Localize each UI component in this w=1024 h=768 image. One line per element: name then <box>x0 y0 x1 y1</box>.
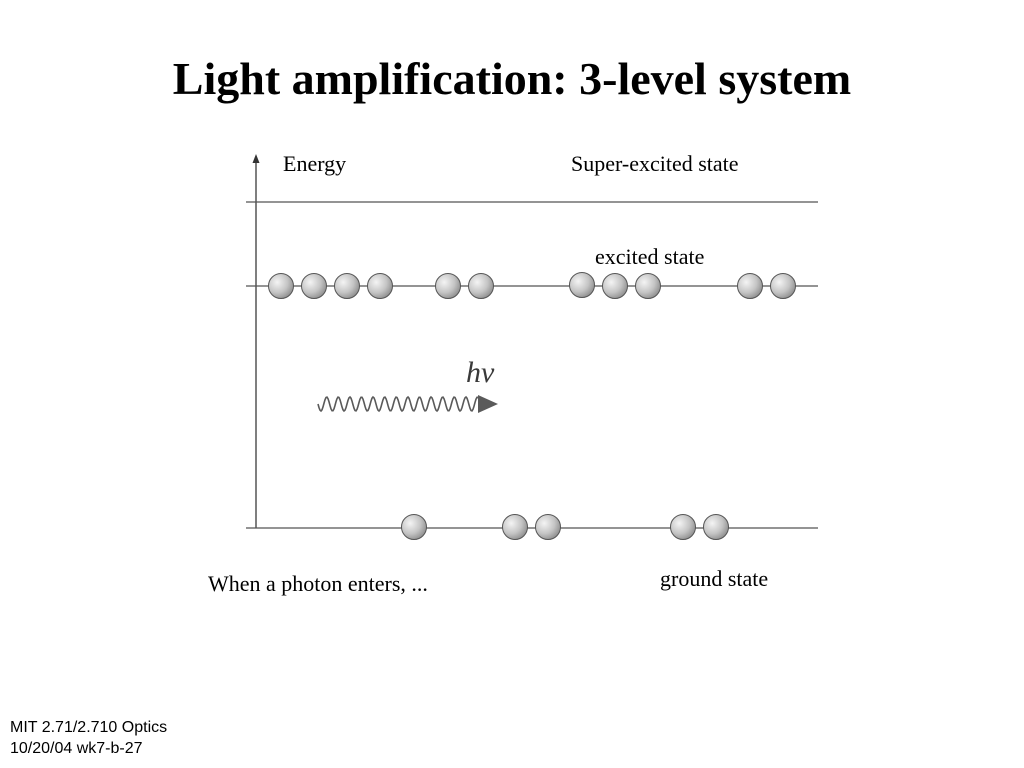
slide-footer: MIT 2.71/2.710 Optics 10/20/04 wk7-b-27 <box>10 717 167 759</box>
atom <box>737 273 763 299</box>
atom <box>770 273 796 299</box>
atom <box>268 273 294 299</box>
slide-title: Light amplification: 3-level system <box>172 53 852 104</box>
photon-wave <box>317 395 481 413</box>
atom <box>569 272 595 298</box>
atom <box>670 514 696 540</box>
atom <box>535 514 561 540</box>
atom <box>367 273 393 299</box>
footer-course: MIT 2.71/2.710 Optics <box>10 719 168 736</box>
atom <box>435 273 461 299</box>
atom <box>635 273 661 299</box>
ground-state-label: ground state <box>660 566 768 591</box>
photon-arrowhead <box>478 395 498 413</box>
atom <box>401 514 427 540</box>
ground-state-atoms <box>401 514 729 540</box>
atom <box>468 273 494 299</box>
atom <box>602 273 628 299</box>
atom <box>301 273 327 299</box>
excited-state-atoms <box>268 272 796 299</box>
energy-axis-label: Energy <box>283 151 346 176</box>
atom <box>334 273 360 299</box>
footer-date: 10/20/04 wk7-b-27 <box>10 740 143 757</box>
atom <box>502 514 528 540</box>
atom <box>703 514 729 540</box>
photon-label: hv <box>466 356 495 389</box>
super-excited-state-label: Super-excited state <box>571 151 739 176</box>
energy-axis-arrowhead <box>252 154 260 163</box>
diagram-caption: When a photon enters, ... <box>208 571 428 596</box>
excited-state-label: excited state <box>595 244 704 269</box>
